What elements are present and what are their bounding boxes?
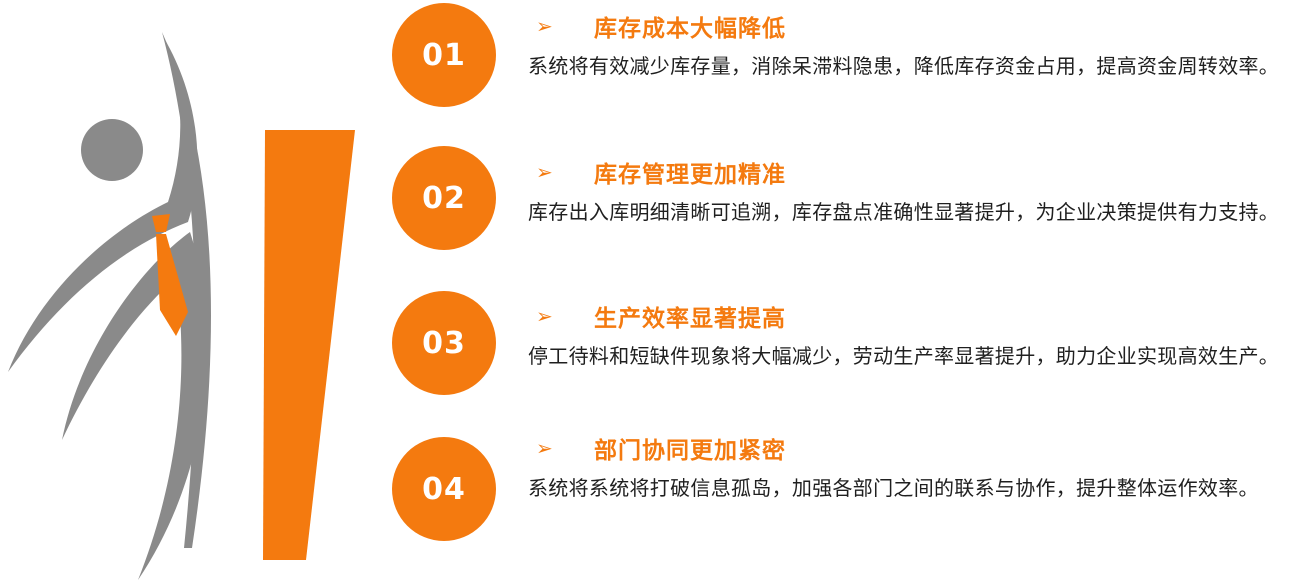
benefit-item-04: ➢ 部门协同更加紧密 系统将系统将打破信息孤岛，加强各部门之间的联系与协作，提升…: [528, 430, 1280, 507]
arrow-bullet-icon: ➢: [536, 436, 553, 460]
arrow-bullet-icon: ➢: [536, 304, 553, 328]
number-badge-03: 03: [392, 291, 496, 395]
figure-body-torso: [62, 232, 208, 580]
figure-tie-knot: [152, 214, 170, 232]
item-title: 部门协同更加紧密: [594, 438, 786, 464]
item-description: 系统将有效减少库存量，消除呆滞料隐患，降低库存资金占用，提高资金周转效率。: [528, 54, 1280, 78]
item-title: 库存成本大幅降低: [594, 16, 786, 42]
number-badge-01: 01: [392, 3, 496, 107]
item-title-row: ➢ 库存管理更加精准: [528, 154, 1280, 190]
number-badge-02: 02: [392, 146, 496, 250]
item-title: 库存管理更加精准: [594, 162, 786, 188]
arrow-bullet-icon: ➢: [536, 14, 553, 38]
item-title-row: ➢ 库存成本大幅降低: [528, 8, 1280, 44]
benefit-item-02: ➢ 库存管理更加精准 库存出入库明细清晰可追溯，库存盘点准确性显著提升，为企业决…: [528, 154, 1280, 231]
benefit-item-03: ➢ 生产效率显著提高 停工待料和短缺件现象将大幅减少，劳动生产率显著提升，助力企…: [528, 298, 1280, 375]
item-description: 库存出入库明细清晰可追溯，库存盘点准确性显著提升，为企业决策提供有力支持。: [528, 200, 1280, 224]
benefit-item-01: ➢ 库存成本大幅降低 系统将有效减少库存量，消除呆滞料隐患，降低库存资金占用，提…: [528, 8, 1280, 85]
item-title: 生产效率显著提高: [594, 306, 786, 332]
figure-head: [81, 119, 143, 181]
businessman-illustration: [8, 32, 355, 580]
item-title-row: ➢ 生产效率显著提高: [528, 298, 1280, 334]
number-badge-04: 04: [392, 437, 496, 541]
figure-body-arm: [8, 38, 198, 372]
item-description: 系统将系统将打破信息孤岛，加强各部门之间的联系与协作，提升整体运作效率。: [528, 476, 1259, 500]
item-description: 停工待料和短缺件现象将大幅减少，劳动生产率显著提升，助力企业实现高效生产。: [528, 344, 1280, 368]
orange-bar: [263, 130, 355, 560]
figure-tie: [156, 234, 188, 336]
item-title-row: ➢ 部门协同更加紧密: [528, 430, 1280, 466]
arrow-bullet-icon: ➢: [536, 160, 553, 184]
